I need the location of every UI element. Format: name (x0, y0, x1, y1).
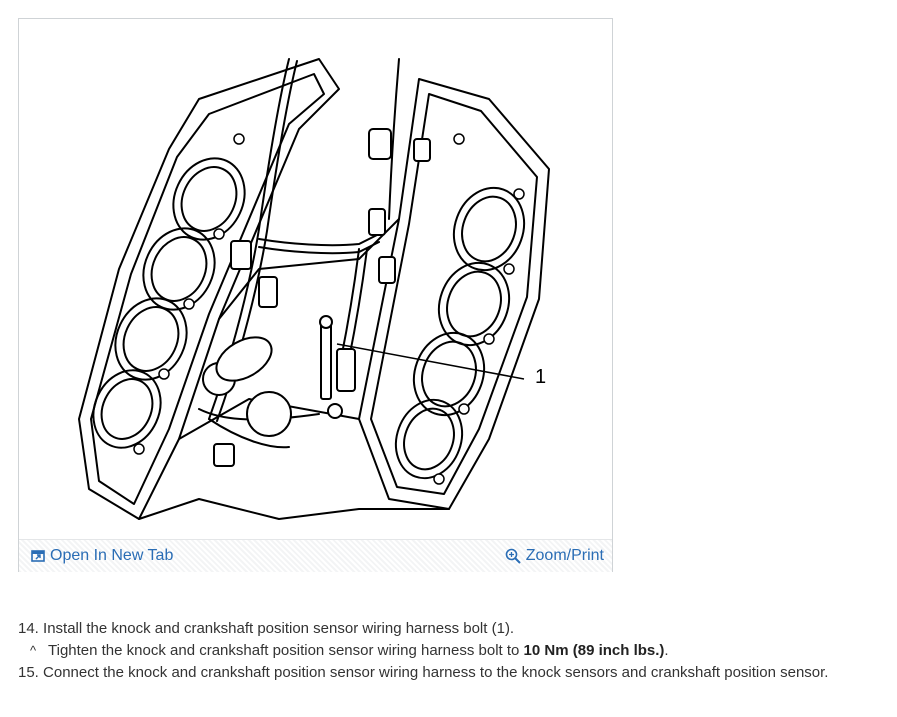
zoom-print-link[interactable]: Zoom/Print (505, 547, 604, 565)
zoom-print-label: Zoom/Print (525, 547, 604, 564)
substep-text: Tighten the knock and crankshaft positio… (48, 642, 524, 659)
open-in-new-tab-label: Open In New Tab (50, 547, 174, 564)
step-15: 15. Connect the knock and crankshaft pos… (18, 662, 888, 684)
torque-spec: 10 Nm (89 inch lbs.) (523, 642, 665, 659)
new-tab-icon (31, 550, 45, 562)
open-in-new-tab-link[interactable]: Open In New Tab (31, 547, 173, 565)
step-number: 14. (18, 620, 39, 637)
figure-toolbar: Open In New Tab Zoom/Print (19, 539, 612, 572)
zoom-icon (505, 548, 521, 564)
step-number: 15. (18, 664, 39, 681)
engine-block-diagram: 1 (78, 58, 550, 520)
figure-frame: 1 Open In New Tab Zoom/Print (18, 18, 613, 572)
step-text: Install the knock and crankshaft positio… (43, 620, 515, 637)
callout-number: 1 (535, 366, 546, 388)
step-14-substep: ^ Tighten the knock and crankshaft positi… (18, 640, 888, 662)
procedure-steps: 14. Install the knock and crankshaft pos… (18, 618, 888, 684)
substep-suffix: . (664, 642, 669, 659)
step-14: 14. Install the knock and crankshaft pos… (18, 618, 888, 640)
caret-icon: ^ (30, 643, 37, 658)
step-text: Connect the knock and crankshaft positio… (43, 664, 829, 681)
